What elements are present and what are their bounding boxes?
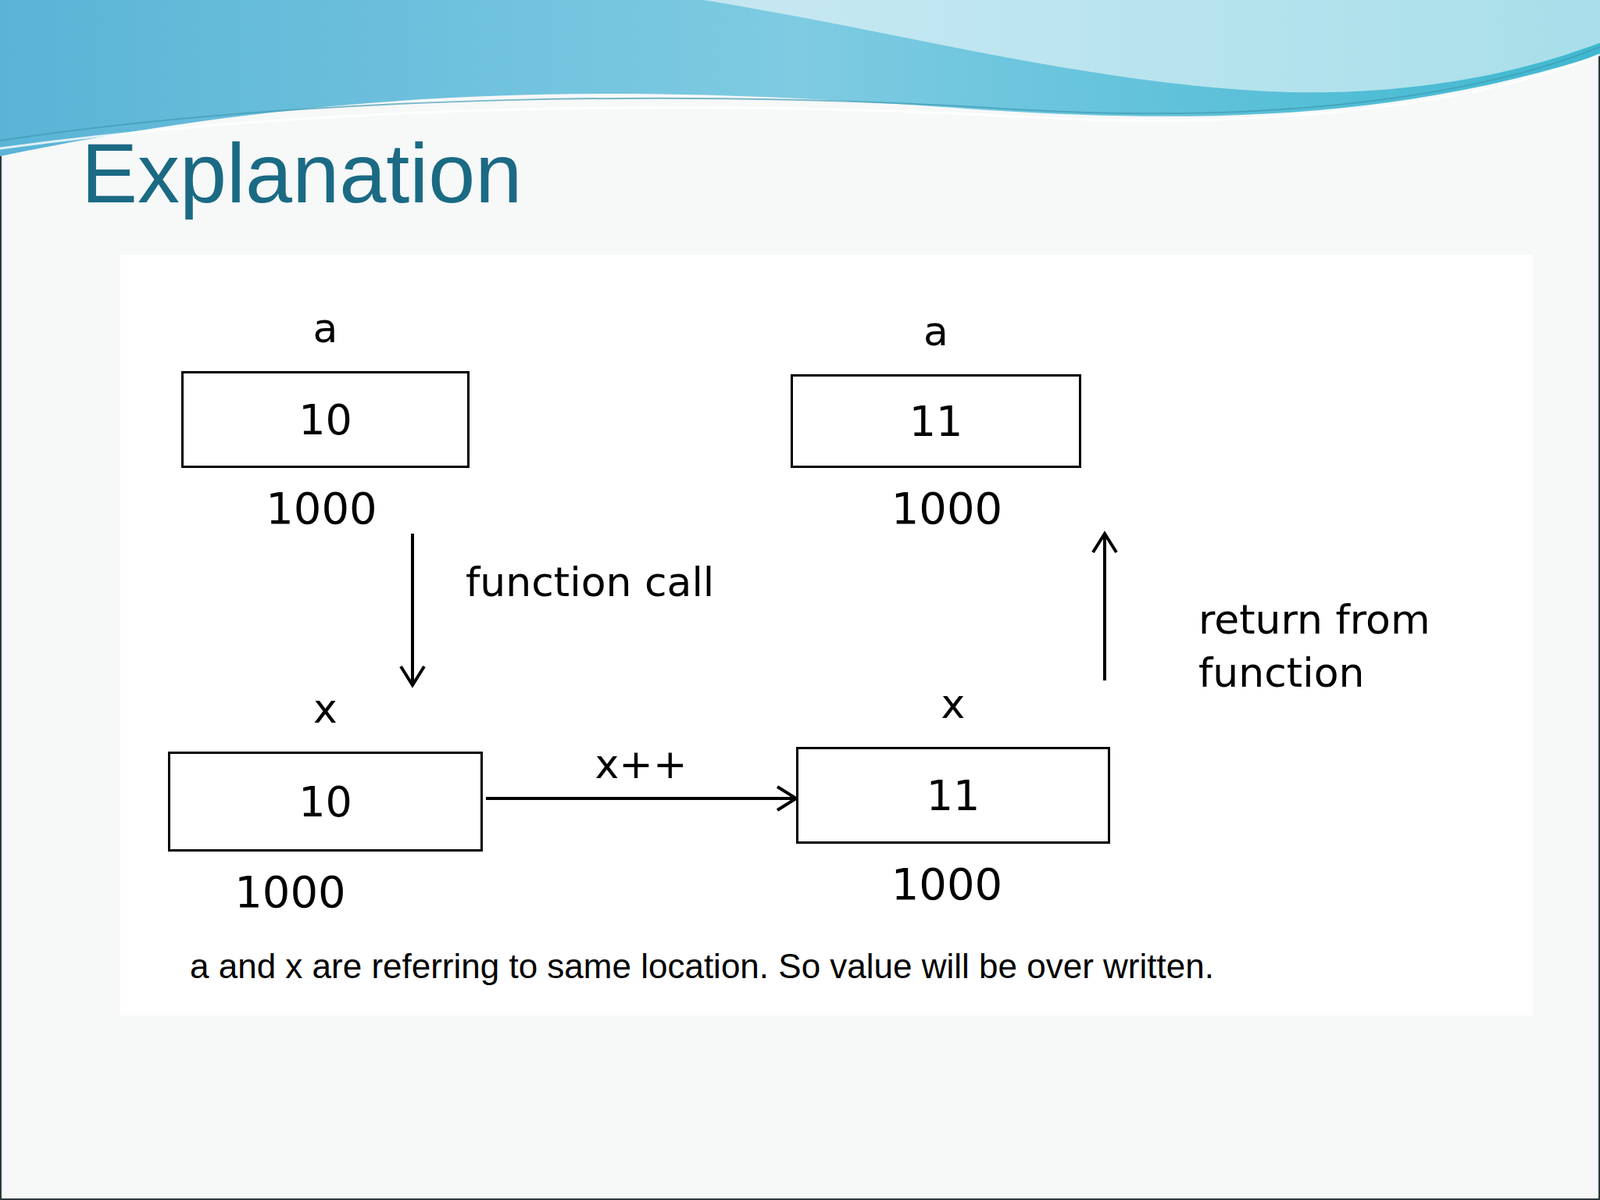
cell-value: 10	[298, 395, 353, 445]
memory-address: 1000	[177, 483, 466, 534]
memory-address: 1000	[132, 867, 448, 918]
memory-cell: 11	[796, 746, 1111, 844]
edge-label: return from function	[1193, 592, 1516, 700]
memory-cell: 10	[167, 751, 483, 852]
variable-box: a101000	[181, 304, 470, 534]
arrow-head	[1092, 533, 1117, 553]
caption-note: a and x are referring to same location. …	[189, 945, 1215, 988]
memory-address: 1000	[801, 483, 1093, 534]
header-swoosh	[703, 0, 1600, 93]
memory-address: 1000	[789, 859, 1104, 910]
variable-name: a	[181, 304, 470, 352]
slide-title: Explanation	[81, 125, 522, 222]
variable-box: x111000	[796, 680, 1111, 910]
cell-value: 11	[909, 396, 964, 447]
cell-value: 10	[298, 777, 353, 827]
connector-line	[1103, 533, 1107, 681]
cell-value: 11	[926, 771, 981, 821]
arrow-head	[400, 666, 425, 686]
variable-name: x	[167, 685, 483, 733]
memory-cell: 11	[790, 374, 1082, 468]
edge-label: function call	[460, 555, 719, 609]
variable-box: x101000	[167, 685, 483, 918]
variable-name: a	[790, 307, 1082, 355]
connector-line	[485, 796, 797, 800]
connector-line	[410, 533, 415, 686]
memory-cell: 10	[181, 371, 470, 468]
arrow-head	[777, 786, 797, 811]
variable-name: x	[796, 680, 1111, 728]
variable-box: a 11 1000	[790, 307, 1119, 534]
diagram-panel	[120, 254, 1533, 1016]
edge-label: x++	[590, 737, 693, 791]
